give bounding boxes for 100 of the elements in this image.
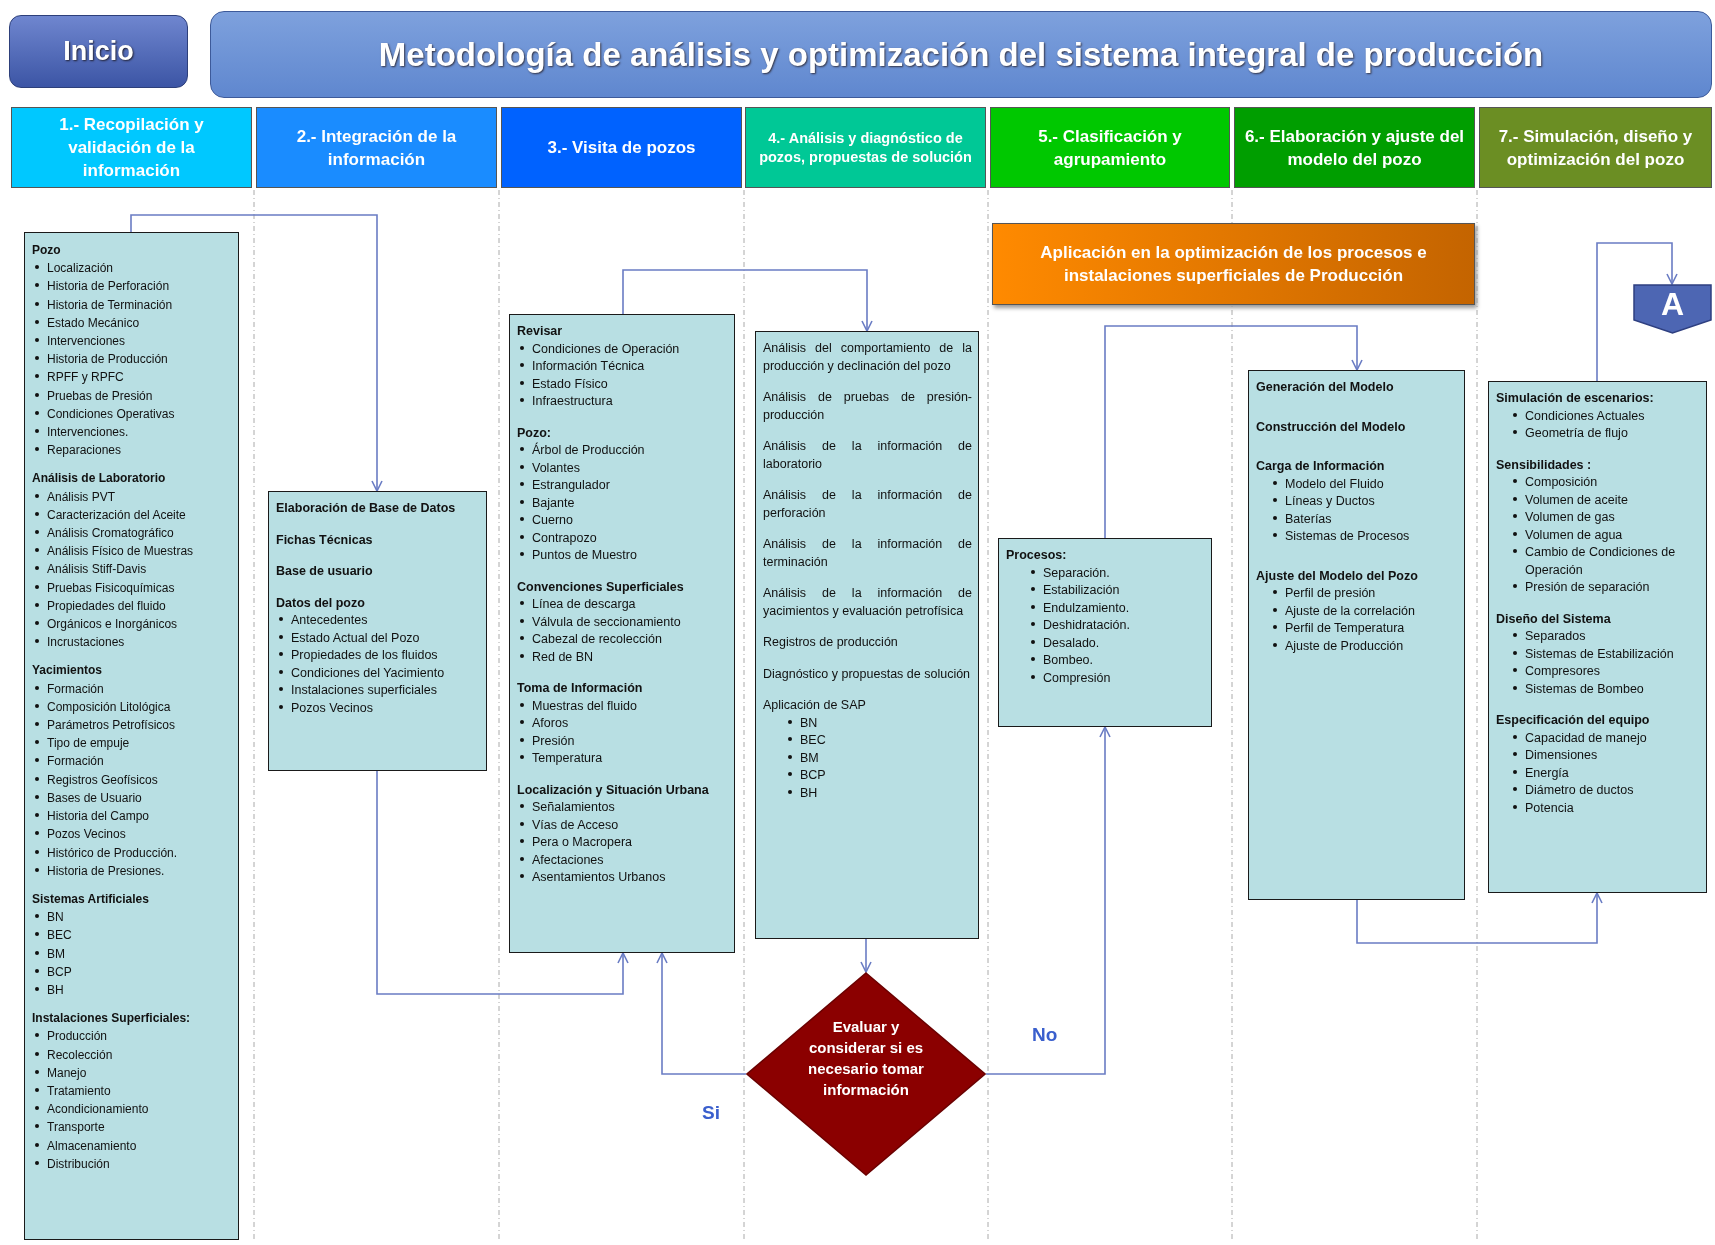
list-item: Temperatura: [532, 750, 604, 767]
arrow: [1356, 892, 1603, 944]
list-item: Estado Físico: [532, 375, 609, 393]
list-heading: Construcción del Modelo: [1256, 418, 1407, 436]
list-item: Parámetros Petrofísicos: [47, 717, 177, 735]
phase-header: [501, 107, 742, 188]
list-item: Cambio de Condiciones de Operación: [1525, 544, 1677, 579]
list-item: Pruebas de Presión: [47, 387, 154, 405]
paragraph: Análisis de pruebas de presión-producción: [763, 389, 972, 424]
list-item: Recolección: [47, 1046, 114, 1064]
off-page-connector: [1633, 284, 1712, 334]
header-text: 3.- Visita de pozos: [547, 137, 696, 159]
list-item: Válvula de seccionamiento: [532, 613, 682, 631]
arrow: [860, 938, 872, 973]
list-item: Incrustaciones: [47, 634, 126, 652]
list-item: Asentamientos Urbanos: [532, 869, 667, 886]
list-heading: Especificación del equipo: [1496, 712, 1651, 729]
list-item: Dimensiones: [1525, 747, 1599, 764]
list-item: Pozos Vecinos: [291, 699, 374, 717]
list-item: Líneas y Ductos: [1285, 493, 1376, 510]
info-box: [1248, 370, 1465, 900]
list-item: Aforos: [532, 715, 570, 732]
list-item: Pera o Macropera: [532, 834, 634, 851]
paragraph: Análisis de la información de terminación: [763, 536, 972, 571]
list-item: Compresores: [1525, 663, 1602, 680]
paragraph: Registros de producción: [763, 634, 899, 651]
list-item: Árbol de Producción: [532, 442, 646, 459]
list-item: BEC: [47, 927, 73, 945]
list-item: RPFF y RPFC: [47, 369, 125, 387]
paragraph: Análisis de la información de laboratorio: [763, 438, 972, 473]
list-item: Perfil de presión: [1285, 585, 1377, 602]
list-item: Energía: [1525, 764, 1570, 782]
list-heading: Carga de Información: [1256, 458, 1386, 475]
list-item: Historia de Producción: [47, 351, 169, 369]
phase-header: [1234, 107, 1475, 188]
list-item: Reparaciones: [47, 442, 123, 460]
list-item: Estrangulador: [532, 477, 611, 494]
list-item: Bases de Usuario: [47, 789, 143, 807]
list-heading: Fichas Técnicas: [276, 531, 374, 549]
paragraph: Análisis de la información de perforación: [763, 487, 972, 522]
list-item: Condiciones Actuales: [1525, 407, 1646, 425]
paragraph: Análisis de la información de yacimientos y evaluación petrofísica: [763, 585, 972, 620]
list-item: Historia de Perforación: [47, 278, 171, 296]
list-item: Desalado.: [1043, 634, 1101, 652]
list-item: Análisis Cromatográfico: [47, 525, 175, 543]
arrow: [985, 726, 1111, 1075]
info-box: [509, 314, 735, 953]
list-item: Pozos Vecinos: [47, 826, 127, 844]
phase-header: [256, 107, 497, 188]
list-item: Afectaciones: [532, 851, 605, 869]
list-item: Red de BN: [532, 648, 595, 666]
list-item: Historia de Terminación: [47, 296, 174, 314]
list-item: Ajuste de Producción: [1285, 637, 1405, 655]
list-item: BN: [47, 909, 65, 927]
list-item: BH: [47, 981, 65, 999]
arrow: [130, 214, 383, 492]
list-heading: Revisar: [517, 323, 564, 340]
start-label: Inicio: [63, 36, 134, 67]
list-item: BN: [800, 714, 819, 732]
list-item: Separación.: [1043, 564, 1111, 582]
list-heading: Sistemas Artificiales: [32, 890, 150, 908]
decision-text: Evaluar y considerar si es necesario tomar información: [807, 1017, 925, 1100]
list-item: Localización: [47, 260, 115, 278]
list-item: Baterías: [1285, 510, 1333, 528]
list-item: Geometría de flujo: [1525, 425, 1629, 442]
diagram-title: Metodología de análisis y optimización del sistema integral de producción: [378, 35, 1544, 74]
banner: [992, 223, 1475, 305]
header-text: 4.- Análisis y diagnóstico de pozos, propuestas de solución: [758, 128, 973, 167]
list-item: Bajante: [532, 494, 576, 512]
list-heading: Diseño del Sistema: [1496, 610, 1612, 628]
list-item: Intervenciones: [47, 333, 127, 350]
list-heading: Datos del pozo: [276, 594, 366, 612]
list-item: Deshidratación.: [1043, 617, 1131, 634]
list-item: Análisis Stiff-Davis: [47, 561, 148, 579]
list-item: Condiciones Operativas: [47, 405, 176, 423]
list-item: Transporte: [47, 1119, 106, 1137]
list-item: BM: [800, 749, 820, 767]
paragraph: Diagnóstico y propuestas de solución: [763, 665, 972, 683]
list-item: Condiciones del Yacimiento: [291, 664, 446, 682]
list-item: BH: [800, 784, 819, 802]
list-item: Línea de descarga: [532, 596, 637, 613]
list-item: Perfil de Temperatura: [1285, 620, 1406, 637]
list-item: Historia de Presiones.: [47, 862, 166, 880]
list-item: BM: [47, 945, 66, 963]
list-item: Volumen de agua: [1525, 526, 1624, 544]
list-heading: Ajuste del Modelo del Pozo: [1256, 567, 1419, 585]
list-item: Condiciones de Operación: [532, 340, 681, 358]
info-box: [755, 331, 979, 939]
info-box: [24, 232, 239, 1240]
list-item: Infraestructura: [532, 393, 614, 410]
arrow: [1104, 325, 1363, 539]
list-item: Composición: [1525, 474, 1599, 491]
list-item: Modelo del Fluido: [1285, 475, 1385, 493]
list-heading: Toma de Información: [517, 680, 644, 697]
list-heading: Simulación de escenarios:: [1496, 390, 1655, 407]
header-text: 1.- Recopilación y validación de la información: [58, 114, 205, 182]
list-item: Estado Mecánico: [47, 314, 141, 332]
list-item: BEC: [800, 732, 827, 749]
list-heading: Elaboración de Base de Datos: [276, 500, 457, 517]
list-item: Distribución: [47, 1155, 111, 1173]
